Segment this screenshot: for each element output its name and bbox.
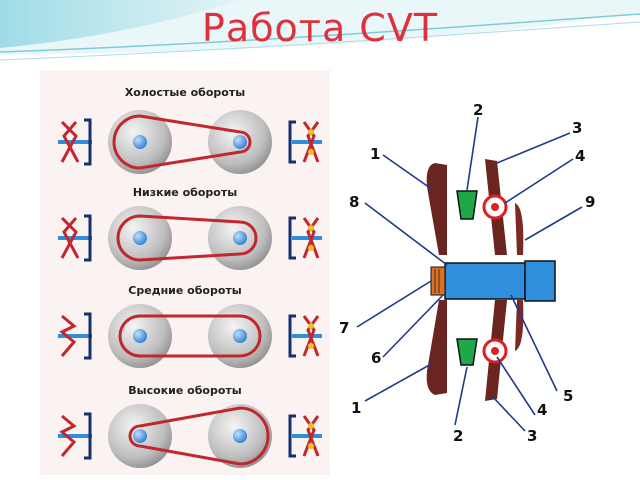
mode-label-medium: Средние обороты: [128, 284, 242, 297]
callout-2-top: 2: [473, 101, 483, 119]
left-clutch-icon: [58, 118, 92, 166]
shaft-end: [524, 260, 556, 302]
shaft: [444, 262, 526, 300]
callout-lines: [356, 116, 583, 432]
belt: [112, 114, 252, 170]
nut: [430, 266, 446, 296]
callout-4-top: 4: [575, 147, 585, 165]
callout-4-bottom: 4: [537, 401, 547, 419]
mode-label-high: Высокие обороты: [128, 384, 242, 397]
callout-1-top: 1: [370, 145, 380, 163]
left-clutch-icon: [58, 312, 92, 360]
cvt-modes-panel: Холостые обороты Низкие обороты Средние …: [40, 70, 330, 475]
mode-row-low: [58, 206, 322, 270]
mode-row-idle: [58, 110, 322, 174]
right-clutch-icon: [288, 414, 322, 458]
right-clutch-icon: [288, 314, 322, 358]
mode-label-idle: Холостые обороты: [124, 86, 246, 99]
slide-title: Работа CVT: [201, 6, 439, 50]
callout-7: 7: [339, 319, 349, 337]
header-decoration: [0, 0, 640, 61]
belt-block-upper: [456, 190, 478, 220]
left-clutch-icon: [58, 214, 92, 262]
fixed-sheave-upper: [426, 163, 447, 255]
belt: [118, 314, 262, 358]
left-clutch-icon: [58, 412, 92, 460]
fixed-sheave-lower: [426, 300, 447, 395]
callout-1-bottom: 1: [351, 399, 361, 417]
cvt-modes-diagram: [58, 110, 322, 468]
callout-3-bottom: 3: [527, 427, 537, 445]
callout-9: 9: [585, 193, 595, 211]
mode-label-low: Низкие обороты: [132, 186, 238, 199]
belt-block-lower: [456, 338, 478, 366]
right-clutch-icon: [288, 216, 322, 260]
belt: [116, 214, 258, 262]
right-clutch-icon: [288, 120, 322, 164]
callout-5: 5: [563, 387, 573, 405]
callout-8: 8: [349, 193, 359, 211]
callout-2-bottom: 2: [453, 427, 463, 445]
mode-row-high: [58, 404, 322, 468]
callout-6: 6: [371, 349, 381, 367]
cvt-cross-section: 1 2 3 4 8 9 7 6 1 4 5 2 3: [339, 101, 595, 445]
callout-3-top: 3: [572, 119, 582, 137]
belt: [128, 406, 270, 466]
mode-row-medium: [58, 304, 322, 368]
